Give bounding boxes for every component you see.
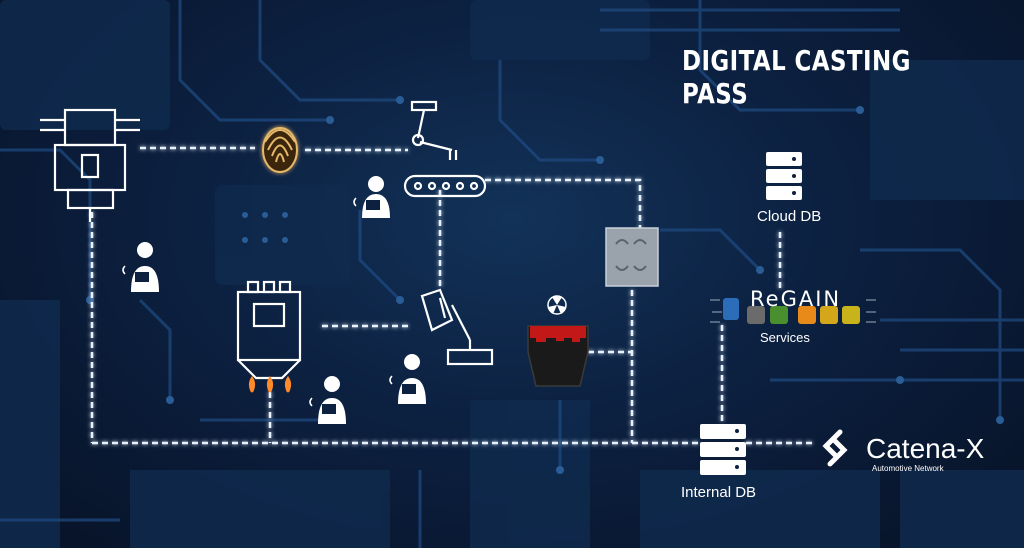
cloud-db-icon	[766, 152, 802, 200]
worker-icon	[122, 242, 159, 292]
catena-x-logo-icon	[822, 429, 848, 467]
mold-pattern-icon	[605, 227, 659, 287]
catena-x-tagline: Automotive Network	[872, 464, 944, 473]
regain-services-label: Services	[760, 330, 810, 345]
worker-icon	[353, 176, 390, 218]
page-title: DIGITAL CASTING PASS	[682, 44, 911, 110]
regain-logo-text: ReGAIN	[750, 287, 842, 311]
radiation-icon	[547, 295, 567, 315]
cast-part-icon	[527, 325, 589, 387]
holding-oven-icon	[236, 280, 302, 393]
catena-x-name: Catena-X	[866, 433, 985, 464]
worker-icon	[389, 354, 426, 404]
robot-conveyor-icon	[403, 100, 487, 198]
induction-furnace-icon	[40, 108, 140, 222]
worker-icon	[309, 376, 346, 424]
link-conveyor-to-mold	[485, 178, 642, 230]
fingerprint-icon	[262, 127, 298, 173]
cloud-db-label: Cloud DB	[757, 208, 822, 225]
internal-db-label: Internal DB	[681, 484, 757, 501]
regain-services-icons	[710, 298, 876, 324]
ladle-pouring-icon	[420, 288, 494, 366]
internal-db-icon	[700, 424, 746, 475]
